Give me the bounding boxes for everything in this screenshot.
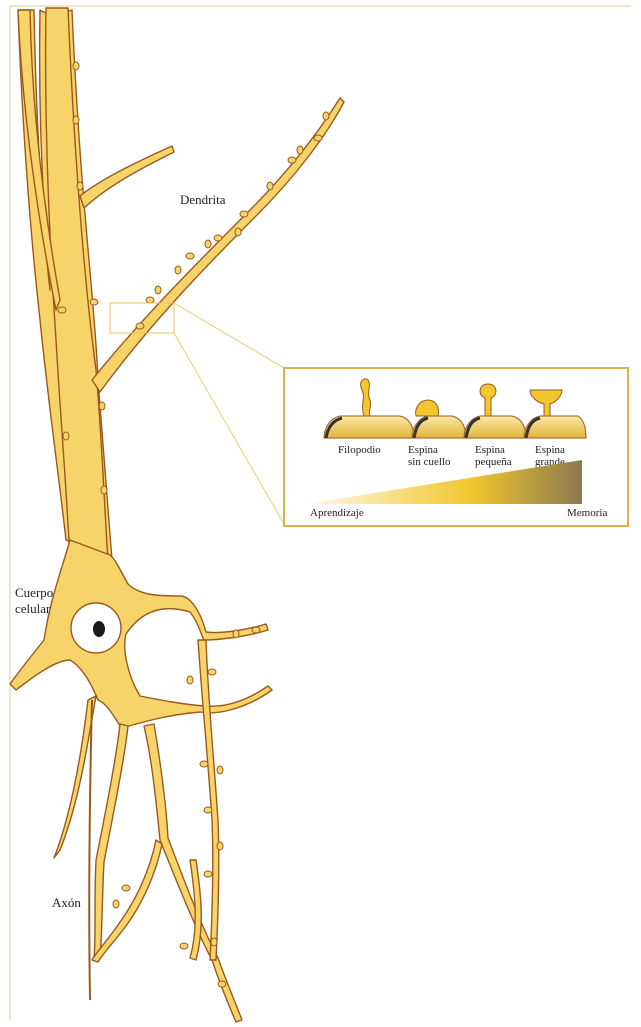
spine xyxy=(267,182,273,190)
axon-label: Axón xyxy=(52,895,81,910)
spine xyxy=(187,676,193,684)
axon xyxy=(89,700,92,1000)
spine xyxy=(186,253,194,259)
spine-label-4-line1: Espina xyxy=(535,444,565,456)
spine xyxy=(146,297,154,303)
spine xyxy=(323,112,329,120)
dendrite-label: Dendrita xyxy=(180,192,226,207)
cell-body-label-line1: Cuerpo xyxy=(15,585,53,600)
spine-label-3-line1: Espina xyxy=(475,444,505,456)
nucleolus xyxy=(93,621,105,637)
spine xyxy=(240,211,248,217)
upper-side-branch xyxy=(80,146,174,208)
spine-label-1-line1: Filopodio xyxy=(338,444,381,456)
spine xyxy=(77,182,83,190)
spine xyxy=(113,900,119,908)
oblique-dendrite xyxy=(92,98,344,392)
shaft-segment xyxy=(464,416,526,438)
spine-label-2-line2: sin cuello xyxy=(408,456,451,468)
inset-dendrite-shaft xyxy=(324,416,586,438)
spine xyxy=(136,323,144,329)
spine xyxy=(235,228,241,236)
spine xyxy=(208,669,216,675)
spine xyxy=(252,627,260,633)
shaft-segment xyxy=(524,416,586,438)
spine xyxy=(297,146,303,154)
spine xyxy=(314,135,322,141)
spine xyxy=(99,402,105,410)
shaft-segment xyxy=(412,416,466,438)
spine xyxy=(211,938,217,946)
spine xyxy=(175,266,181,274)
spine xyxy=(204,807,212,813)
spine xyxy=(200,761,208,767)
spine xyxy=(73,62,79,70)
zoom-line-top xyxy=(174,303,284,368)
spine xyxy=(58,307,66,313)
spine xyxy=(217,766,223,774)
spine xyxy=(122,885,130,891)
spine xyxy=(90,299,98,305)
spine xyxy=(73,116,79,124)
spine xyxy=(214,235,222,241)
spine xyxy=(101,486,107,494)
spine xyxy=(155,286,161,294)
spine-label-3-line2: pequeña xyxy=(475,456,512,468)
spine xyxy=(204,871,212,877)
gradient-left-label: Aprendizaje xyxy=(310,507,364,519)
spine xyxy=(205,240,211,248)
spine xyxy=(218,981,226,987)
spine-label-2-line1: Espina xyxy=(408,444,438,456)
spine xyxy=(63,432,69,440)
spine xyxy=(233,630,239,638)
spine xyxy=(288,157,296,163)
spine xyxy=(180,943,188,949)
spine-inset: Filopodio Espina sin cuello Espina peque… xyxy=(284,368,628,526)
zoom-line-bottom xyxy=(174,333,284,524)
gradient-right-label: Memoria xyxy=(567,507,607,519)
spine xyxy=(217,842,223,850)
cell-body-label-line2: celular xyxy=(15,601,51,616)
